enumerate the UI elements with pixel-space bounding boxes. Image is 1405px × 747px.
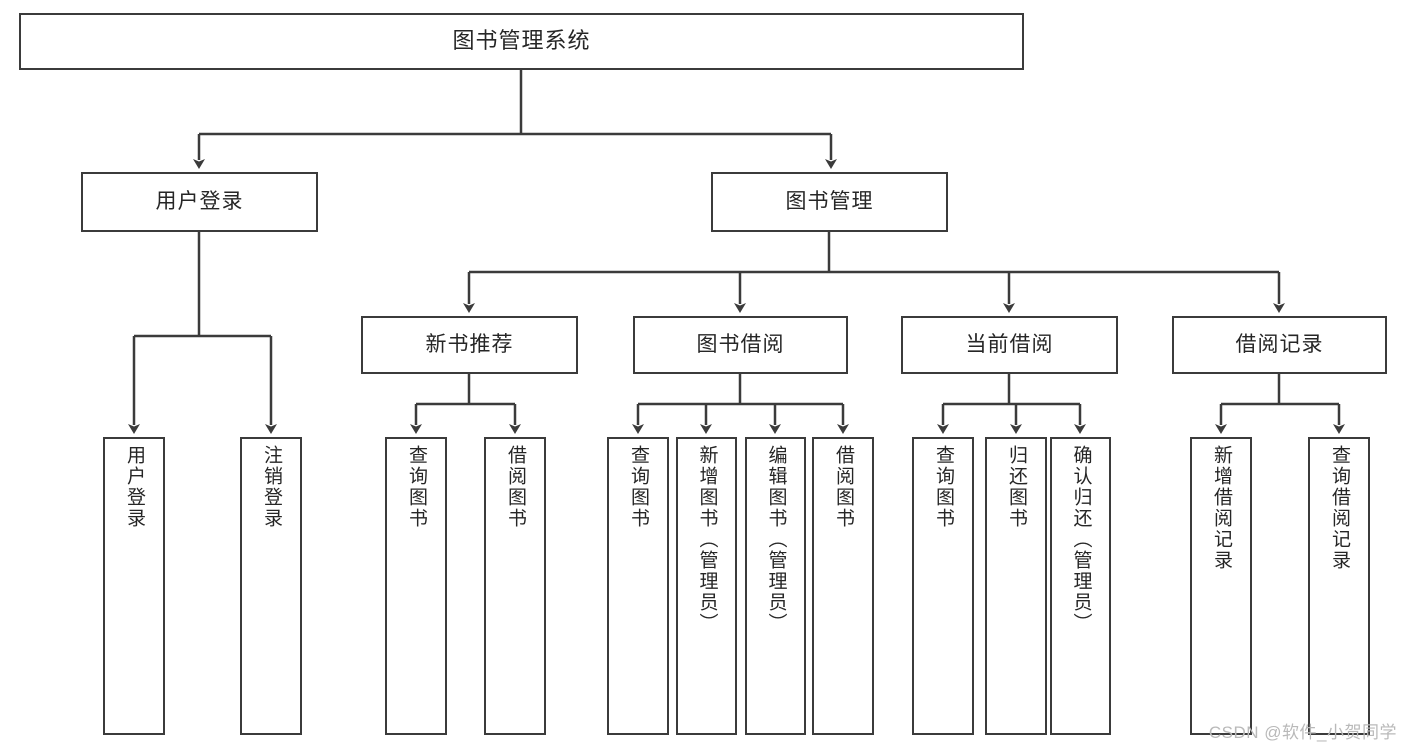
node-leaf-query-book-borrow-label: 查询图书	[627, 445, 649, 529]
node-leaf-confirm-return-admin[interactable]: 确认归还（管理员）	[1050, 437, 1111, 735]
node-new-book-recommend[interactable]: 新书推荐	[361, 316, 578, 374]
node-leaf-edit-book-admin-label: 编辑图书（管理员）	[765, 445, 787, 634]
node-book-borrow[interactable]: 图书借阅	[633, 316, 848, 374]
node-leaf-query-book-current[interactable]: 查询图书	[912, 437, 974, 735]
node-book-borrow-label: 图书借阅	[696, 333, 785, 357]
node-leaf-edit-book-admin[interactable]: 编辑图书（管理员）	[745, 437, 806, 735]
node-leaf-add-book-admin-label: 新增图书（管理员）	[696, 445, 718, 634]
node-leaf-borrow-book-new[interactable]: 借阅图书	[484, 437, 546, 735]
node-leaf-return-book[interactable]: 归还图书	[985, 437, 1047, 735]
node-leaf-query-borrow-record[interactable]: 查询借阅记录	[1308, 437, 1370, 735]
node-leaf-add-borrow-record[interactable]: 新增借阅记录	[1190, 437, 1252, 735]
node-leaf-query-borrow-record-label: 查询借阅记录	[1328, 445, 1350, 571]
node-leaf-query-book-borrow[interactable]: 查询图书	[607, 437, 669, 735]
node-current-borrow-label: 当前借阅	[965, 333, 1054, 357]
node-current-borrow[interactable]: 当前借阅	[901, 316, 1118, 374]
node-borrow-record-label: 借阅记录	[1235, 333, 1324, 357]
node-leaf-add-borrow-record-label: 新增借阅记录	[1210, 445, 1232, 571]
node-borrow-record[interactable]: 借阅记录	[1172, 316, 1387, 374]
node-leaf-query-book-new[interactable]: 查询图书	[385, 437, 447, 735]
node-new-book-recommend-label: 新书推荐	[425, 333, 514, 357]
node-book-manage-label: 图书管理	[785, 190, 874, 214]
node-root-label: 图书管理系统	[452, 28, 591, 54]
node-leaf-logout-login[interactable]: 注销登录	[240, 437, 302, 735]
csdn-watermark: CSDN @软件_小贺同学	[1208, 723, 1397, 742]
node-root[interactable]: 图书管理系统	[19, 13, 1024, 70]
node-leaf-user-login-label: 用户登录	[123, 445, 145, 529]
node-user-login[interactable]: 用户登录	[81, 172, 318, 232]
node-leaf-borrow-book-label: 借阅图书	[832, 445, 854, 529]
node-book-manage[interactable]: 图书管理	[711, 172, 948, 232]
node-leaf-borrow-book-new-label: 借阅图书	[504, 445, 526, 529]
node-leaf-return-book-label: 归还图书	[1005, 445, 1027, 529]
node-leaf-user-login[interactable]: 用户登录	[103, 437, 165, 735]
node-leaf-query-book-new-label: 查询图书	[405, 445, 427, 529]
node-leaf-query-book-current-label: 查询图书	[932, 445, 954, 529]
node-leaf-borrow-book[interactable]: 借阅图书	[812, 437, 874, 735]
node-leaf-logout-login-label: 注销登录	[260, 445, 282, 529]
node-user-login-label: 用户登录	[155, 190, 244, 214]
node-leaf-add-book-admin[interactable]: 新增图书（管理员）	[676, 437, 737, 735]
node-leaf-confirm-return-admin-label: 确认归还（管理员）	[1070, 445, 1092, 634]
